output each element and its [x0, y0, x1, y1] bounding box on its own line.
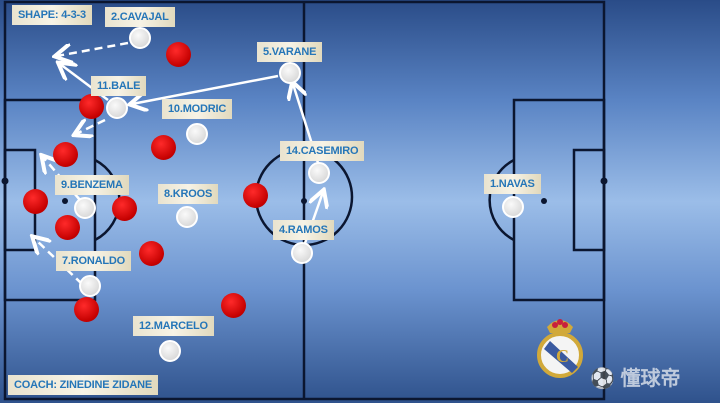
opponent-marker [79, 94, 104, 119]
real-madrid-crest: C [537, 319, 583, 378]
player-marker[interactable] [79, 275, 101, 297]
watermark: ⚽ 懂球帝 [590, 362, 680, 391]
opponent-marker [151, 135, 176, 160]
player-label: 4.RAMOS [273, 220, 334, 240]
football-icon: ⚽ [590, 368, 615, 390]
player-label: 12.MARCELO [133, 316, 214, 336]
player-marker[interactable] [502, 196, 524, 218]
opponent-marker [221, 293, 246, 318]
player-marker[interactable] [279, 62, 301, 84]
player-label: 1.NAVAS [484, 174, 541, 194]
player-label: 11.BALE [91, 76, 147, 96]
svg-text:C: C [556, 346, 569, 366]
player-marker[interactable] [291, 242, 313, 264]
player-marker[interactable] [106, 97, 128, 119]
opponent-marker [53, 142, 78, 167]
coach-label: COACH: ZINEDINE ZIDANE [8, 375, 158, 395]
opponent-marker [166, 42, 191, 67]
player-marker[interactable] [159, 340, 181, 362]
opponent-marker [55, 215, 80, 240]
watermark-text: 懂球帝 [620, 368, 681, 390]
opponent-marker [243, 183, 268, 208]
opponent-marker [139, 241, 164, 266]
player-label: 7.RONALDO [56, 251, 131, 271]
opponent-marker [23, 189, 48, 214]
player-label: 2.CAVAJAL [105, 7, 175, 27]
player-marker[interactable] [129, 27, 151, 49]
player-label: 8.KROOS [158, 184, 219, 204]
formation-label: SHAPE: 4-3-3 [12, 5, 92, 25]
player-marker[interactable] [308, 162, 330, 184]
player-label: 14.CASEMIRO [280, 141, 365, 161]
movement-arrows [34, 41, 323, 285]
player-marker[interactable] [186, 123, 208, 145]
player-marker[interactable] [176, 206, 198, 228]
opponent-marker [74, 297, 99, 322]
player-label: 5.VARANE [257, 42, 323, 62]
player-label: 9.BENZEMA [55, 175, 129, 195]
player-label: 10.MODRIC [162, 99, 233, 119]
player-marker[interactable] [74, 197, 96, 219]
opponent-marker [112, 196, 137, 221]
